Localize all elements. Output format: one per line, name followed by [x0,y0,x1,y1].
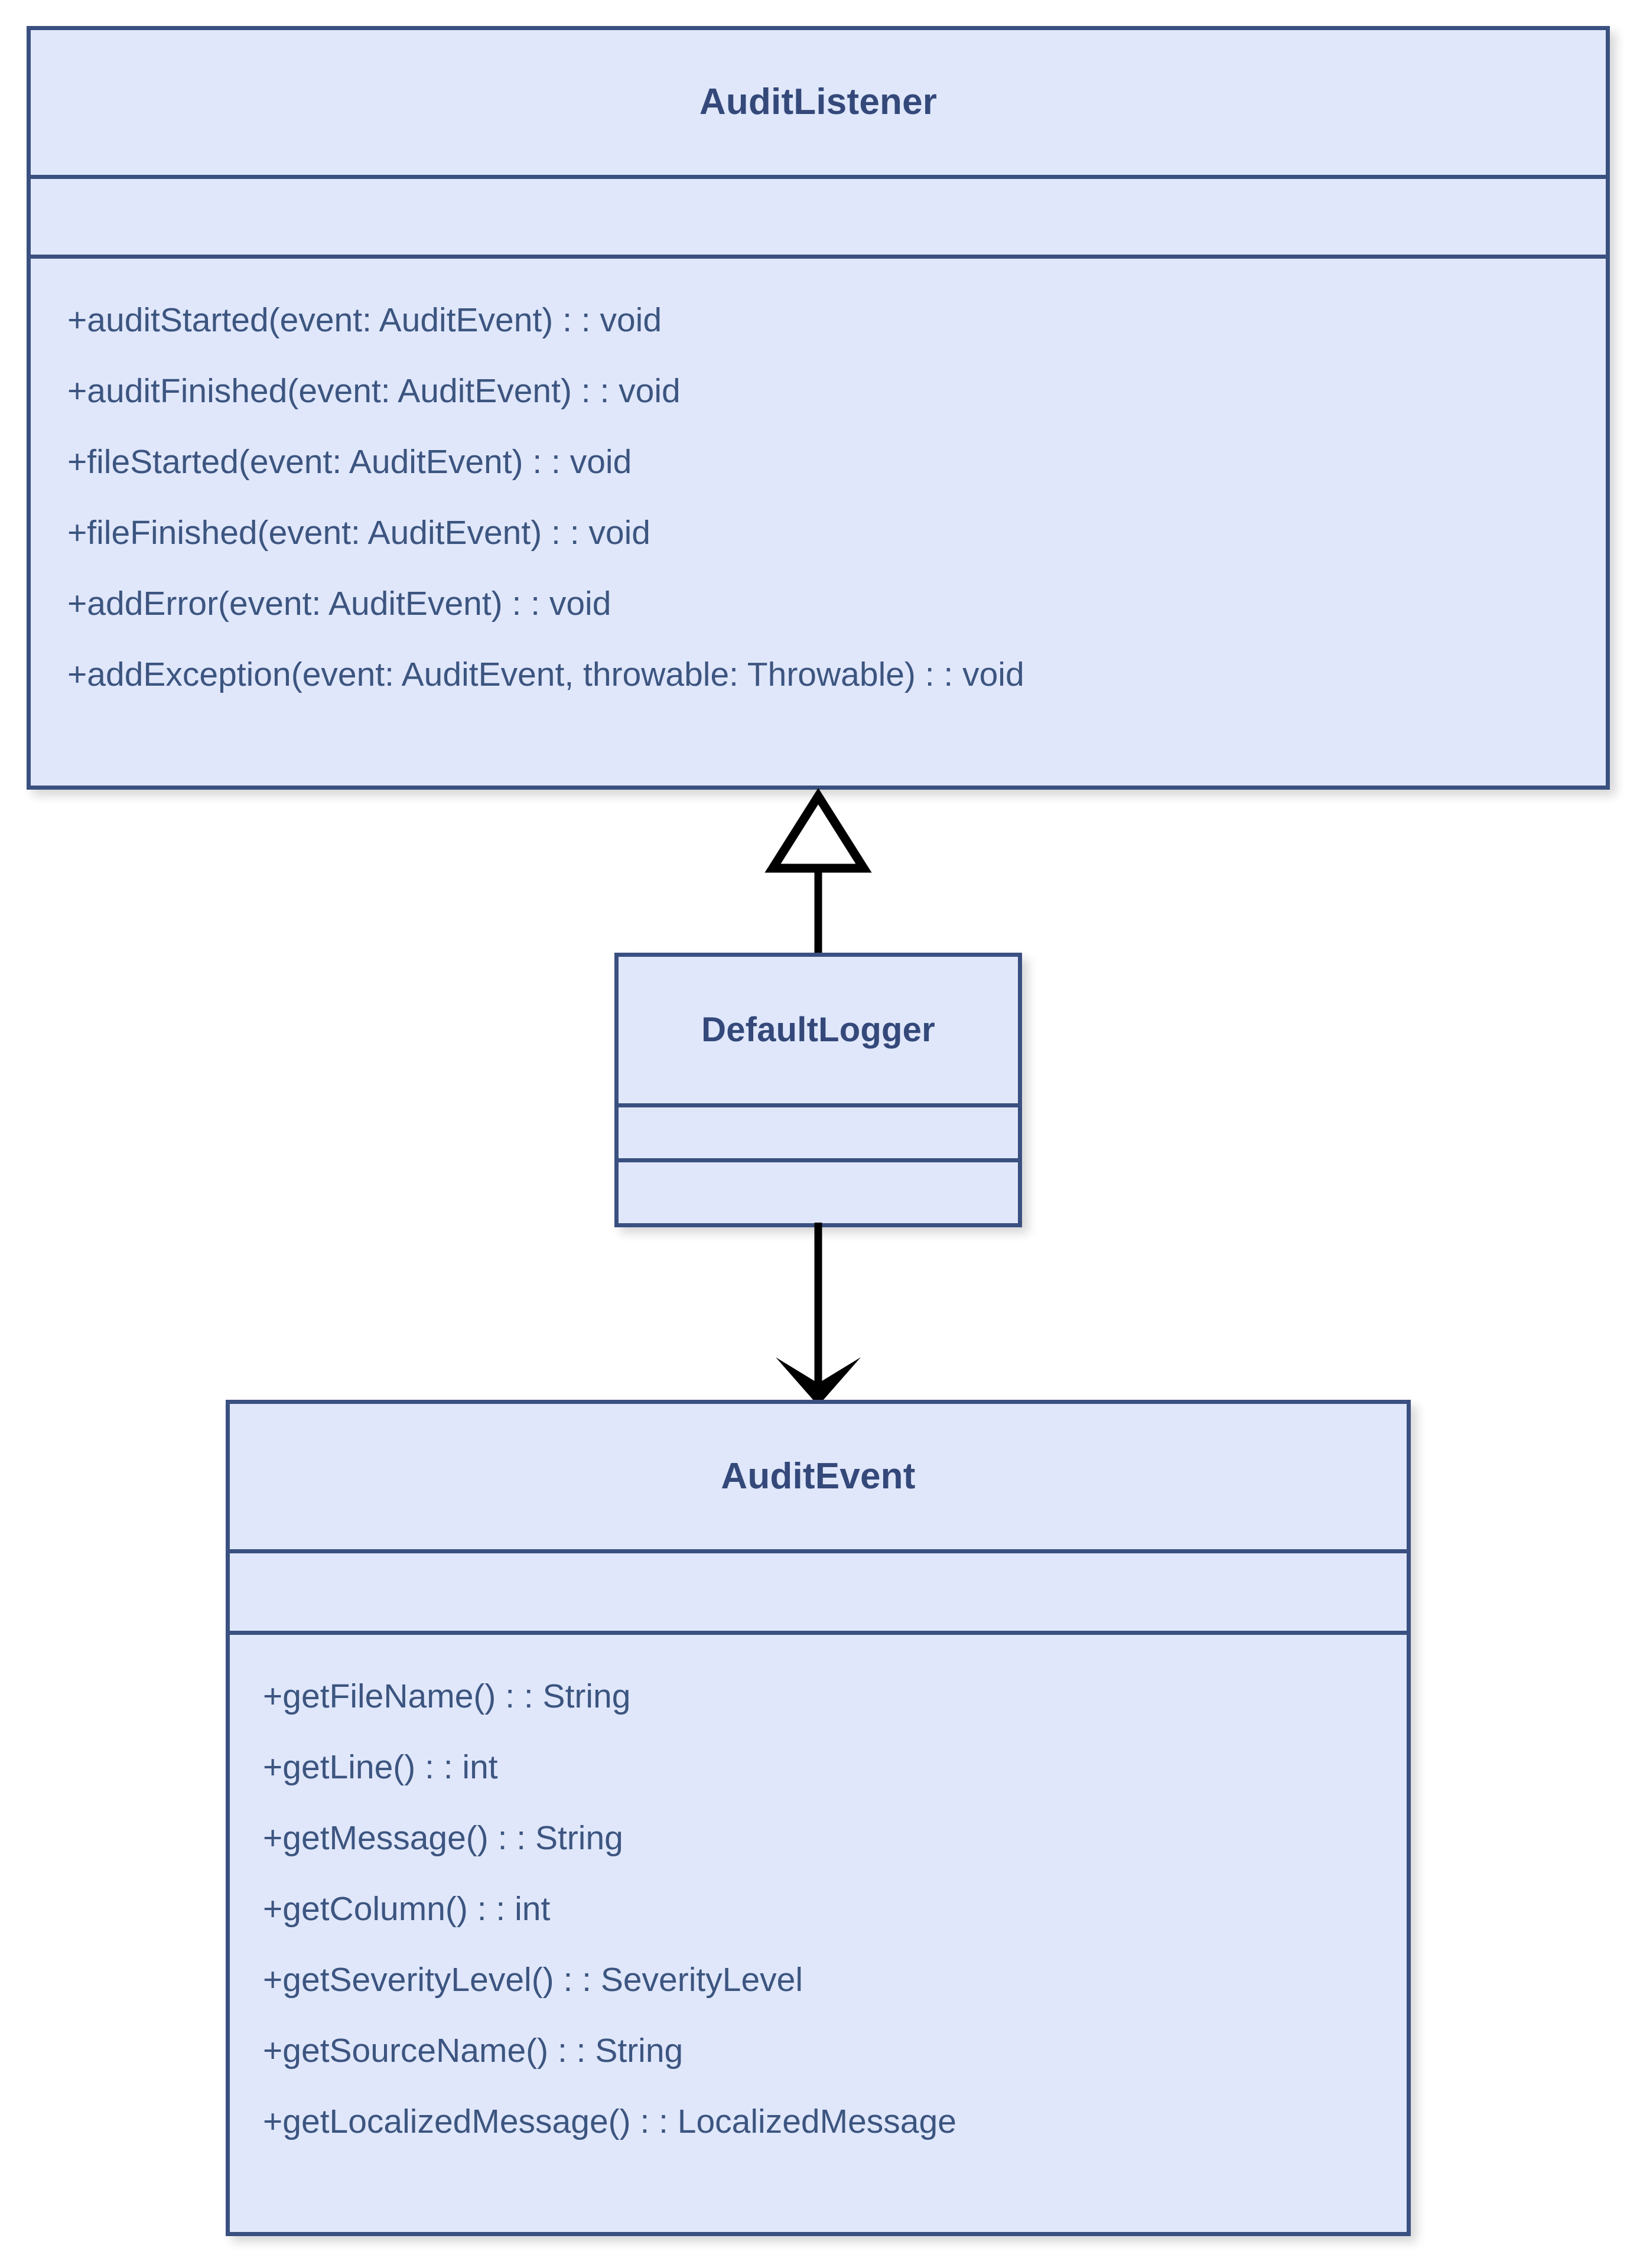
operation-row: +auditStarted(event: AuditEvent) : : voi… [67,301,662,339]
class-attributes-compartment [230,1553,1407,1635]
operation-row: +getLocalizedMessage() : : LocalizedMess… [263,2102,956,2140]
connector-dependency-to-audit-event [776,1223,861,1406]
class-name-audit-listener: AuditListener [699,82,938,123]
operation-row: +getMessage() : : String [263,1819,623,1857]
operation-row: +auditFinished(event: AuditEvent) : : vo… [67,372,681,410]
solid-arrowhead-icon [776,1357,861,1406]
operation-row: +fileFinished(event: AuditEvent) : : voi… [67,513,650,552]
operation-row: +addException(event: AuditEvent, throwab… [67,655,1024,693]
class-name-audit-event: AuditEvent [721,1455,916,1497]
class-operations-compartment: +getFileName() : : String +getLine() : :… [230,1635,1407,2232]
class-box-audit-listener[interactable]: AuditListener +auditStarted(event: Audit… [27,26,1610,790]
operation-row: +getFileName() : : String [263,1677,631,1715]
operation-row: +getColumn() : : int [263,1889,551,1928]
class-title-compartment: DefaultLogger [619,957,1018,1107]
class-box-audit-event[interactable]: AuditEvent +getFileName() : : String +ge… [226,1400,1411,2236]
class-attributes-compartment [31,179,1606,259]
operation-row: +getLine() : : int [263,1748,498,1786]
class-box-default-logger[interactable]: DefaultLogger [614,953,1022,1227]
class-name-default-logger: DefaultLogger [701,1011,935,1050]
class-operations-compartment: +auditStarted(event: AuditEvent) : : voi… [31,259,1606,786]
operation-row: +addError(event: AuditEvent) : : void [67,584,611,623]
hollow-triangle-arrowhead-icon [764,787,872,873]
operation-row: +getSourceName() : : String [263,2031,684,2070]
class-title-compartment: AuditListener [31,30,1606,179]
class-attributes-compartment [619,1107,1018,1162]
operation-row: +fileStarted(event: AuditEvent) : : void [67,442,632,481]
operation-row: +getSeverityLevel() : : SeverityLevel [263,1960,803,1999]
class-title-compartment: AuditEvent [230,1404,1407,1553]
connector-generalization-to-audit-listener [764,787,872,963]
class-operations-compartment [619,1162,1018,1223]
